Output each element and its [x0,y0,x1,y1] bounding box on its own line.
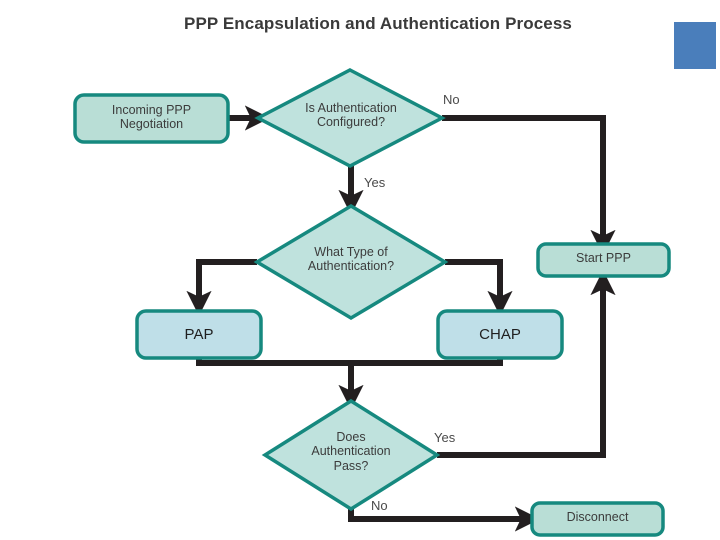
node-chap[interactable] [436,309,564,360]
edge-label-pass-no: No [371,498,388,513]
edge-authpass-yes-to-startppp [437,270,616,458]
decorative-vertical-rules [666,18,672,534]
accent-rectangle [674,22,716,69]
edge-label-config-no: No [443,92,460,107]
node-disconnect[interactable] [530,501,665,537]
edge-authtype-to-chap [445,259,513,316]
node-pap[interactable] [135,309,263,360]
page-title: PPP Encapsulation and Authentication Pro… [184,14,572,33]
edge-label-config-yes: Yes [364,175,386,190]
node-what-type-of-authentication[interactable] [253,203,449,321]
node-start-ppp[interactable] [536,242,671,278]
edge-label-pass-yes: Yes [434,430,456,445]
edge-authtype-to-pap [186,259,257,316]
node-incoming-ppp-negotiation[interactable] [73,93,230,144]
node-is-authentication-configured[interactable] [254,68,446,168]
edge-authconfig-no-to-startppp [442,115,616,255]
node-does-authentication-pass[interactable] [261,398,441,512]
